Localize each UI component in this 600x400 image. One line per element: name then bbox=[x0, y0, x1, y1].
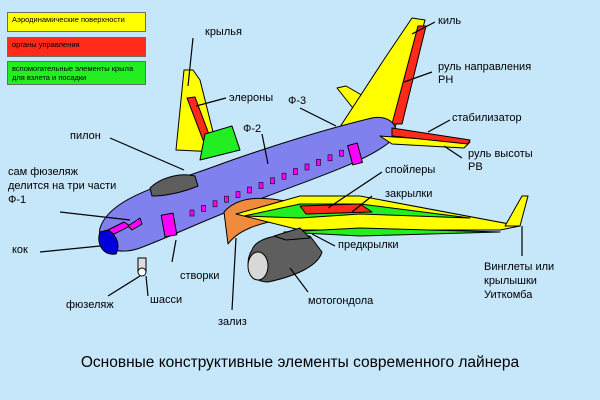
legend-aero: Аэродинамические поверхности bbox=[7, 12, 146, 32]
label-fuselage-parts-2: делится на три части bbox=[8, 180, 117, 192]
cockpit-window-2 bbox=[127, 217, 143, 231]
rear-door bbox=[347, 142, 363, 166]
legend-aux-text: вспомогательные элементы крыла для взлет… bbox=[12, 64, 134, 82]
label-keel: киль bbox=[438, 15, 462, 27]
label-elevator-short: РВ bbox=[468, 161, 483, 173]
pylon bbox=[273, 227, 311, 241]
label-ailerons: элероны bbox=[229, 92, 274, 104]
label-doors: створки bbox=[180, 270, 220, 282]
label-nacelle: мотогондола bbox=[308, 295, 374, 307]
label-slats: предкрылки bbox=[338, 239, 399, 251]
far-engine bbox=[149, 174, 199, 197]
passenger-window bbox=[327, 154, 333, 162]
winglet bbox=[504, 195, 529, 227]
passenger-window bbox=[247, 186, 252, 194]
passenger-window bbox=[201, 205, 206, 212]
legend-aux: вспомогательные элементы крыла для взлет… bbox=[7, 61, 146, 85]
caption: Основные конструктивные элементы совреме… bbox=[80, 354, 520, 371]
label-stabilizer: стабилизатор bbox=[452, 112, 522, 124]
passenger-window bbox=[270, 177, 275, 185]
label-spoilers: спойлеры bbox=[385, 164, 436, 176]
passenger-window bbox=[293, 168, 298, 175]
label-winglets-2: крылышки bbox=[484, 275, 537, 287]
engine-intake bbox=[247, 251, 269, 281]
upper-wing-flap bbox=[199, 125, 241, 161]
passenger-window bbox=[189, 209, 195, 217]
nose-wheel bbox=[137, 267, 147, 277]
passenger-window bbox=[224, 195, 229, 203]
legend-aero-text: Аэродинамические поверхности bbox=[12, 15, 125, 24]
passenger-window bbox=[316, 159, 321, 166]
label-fuselage-parts-1: сам фюзеляж bbox=[8, 166, 78, 178]
rudder bbox=[391, 25, 427, 125]
passenger-window bbox=[304, 163, 310, 171]
label-f1: Ф-1 bbox=[8, 194, 27, 206]
label-nose-cone: кок bbox=[12, 244, 28, 256]
leader-lines bbox=[39, 21, 523, 311]
front-door bbox=[160, 212, 178, 238]
elevator bbox=[391, 127, 471, 145]
label-f2: Ф-2 bbox=[243, 123, 262, 135]
label-gear: шасси bbox=[150, 294, 183, 306]
passenger-window bbox=[281, 172, 287, 180]
label-winglets-3: Уиткомба bbox=[484, 289, 533, 301]
passenger-windows bbox=[189, 149, 344, 217]
label-rudder-short: РН bbox=[438, 74, 454, 86]
passenger-window bbox=[212, 200, 218, 208]
lower-wing-slats bbox=[283, 227, 501, 237]
label-wings: крылья bbox=[205, 26, 242, 38]
label-flaps: закрылки bbox=[385, 188, 433, 200]
legend-controls: органы управления bbox=[7, 37, 146, 57]
nose-cone bbox=[98, 229, 119, 255]
label-fairing: зализ bbox=[218, 316, 247, 328]
label-pylon: пилон bbox=[70, 130, 101, 142]
legend-controls-text: органы управления bbox=[12, 40, 80, 49]
passenger-window bbox=[235, 191, 241, 198]
label-winglets-1: Винглеты или bbox=[484, 261, 555, 273]
passenger-window bbox=[258, 182, 264, 189]
lower-wing-spoilers bbox=[299, 203, 373, 215]
passenger-window bbox=[339, 149, 344, 157]
label-rudder: руль направления bbox=[438, 61, 532, 73]
label-elevator: руль высоты bbox=[468, 148, 533, 160]
label-fuselage: фюзеляж bbox=[66, 299, 114, 311]
label-f3: Ф-3 bbox=[288, 95, 307, 107]
